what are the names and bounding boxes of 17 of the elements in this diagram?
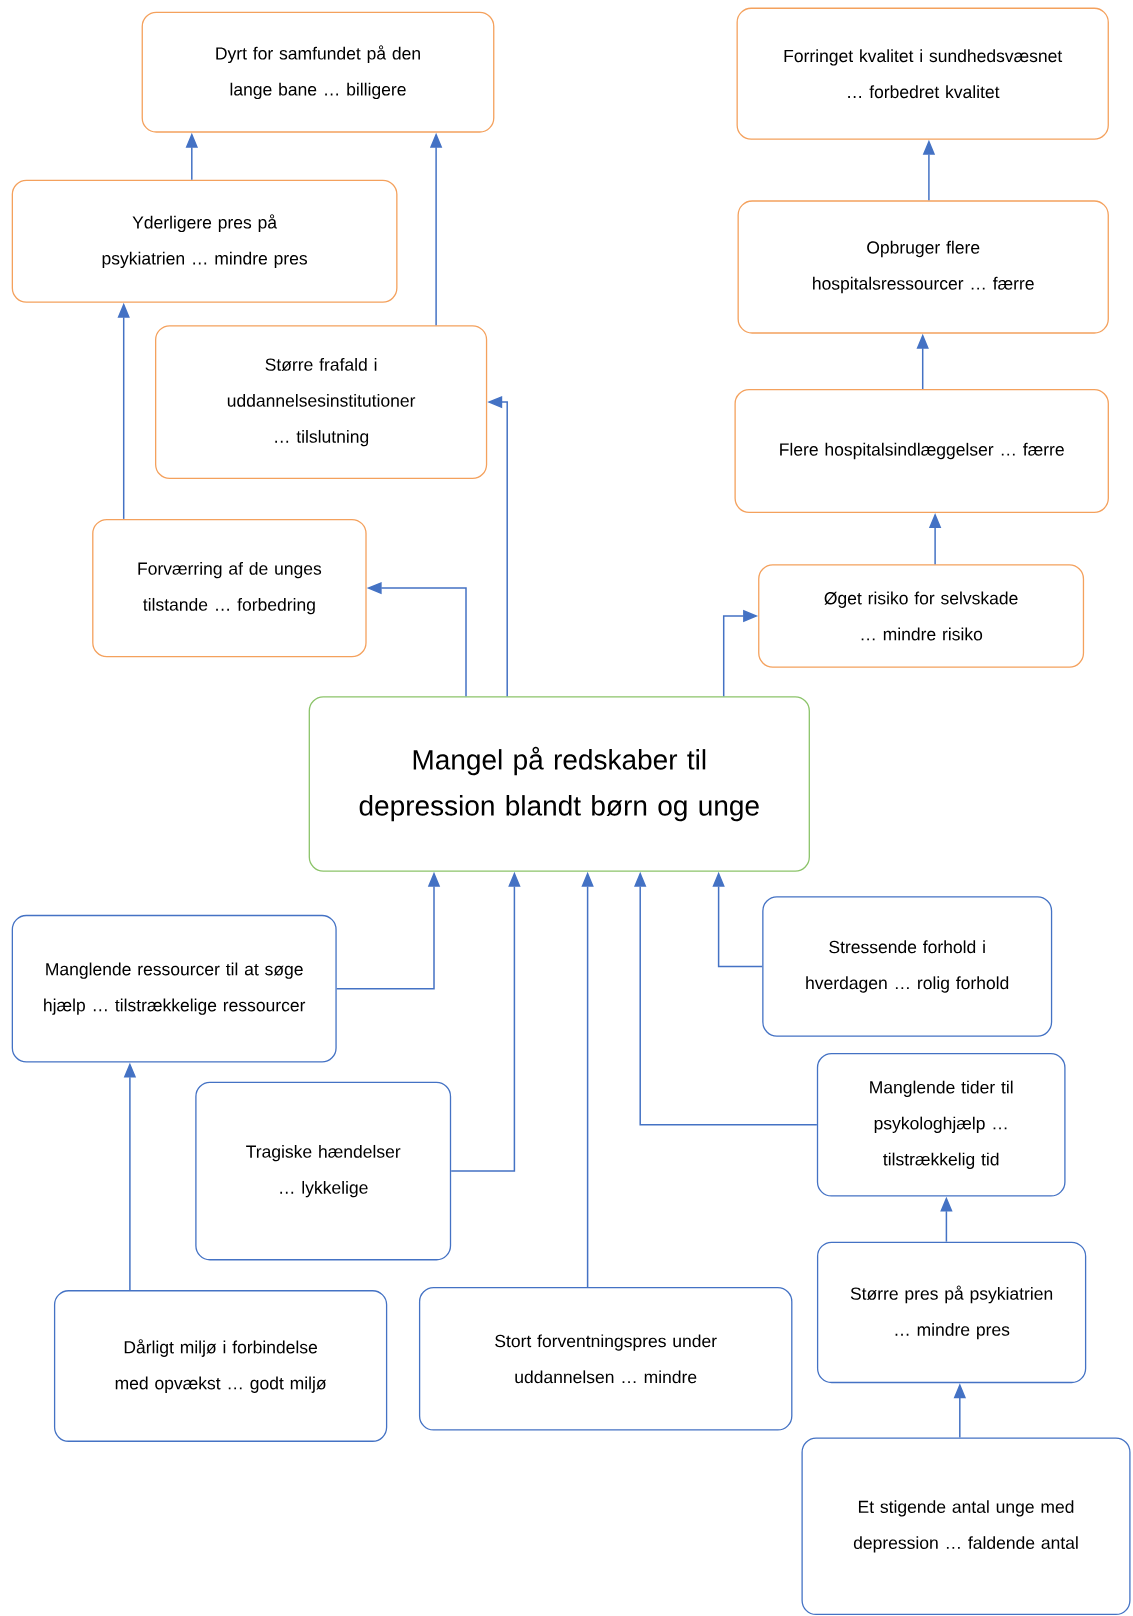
effect-box: Yderligere pres på psykiatrien … mindre pres xyxy=(11,179,398,303)
cause-box: Stressende forhold i hverdagen … rolig forhold xyxy=(762,896,1053,1037)
effect-box: Opbruger flere hospitalsressourcer … færre xyxy=(737,200,1109,334)
cause-box: Manglende ressourcer til at søge hjælp … tilstrækkelige ressourcer xyxy=(11,914,337,1063)
effect-box: Forringet kvalitet i sundhedsvæsnet … forbedret kvalitet xyxy=(736,7,1109,140)
effect-box: Øget risiko for selvskade … mindre risiko xyxy=(758,564,1085,668)
cause-box: Dårligt miljø i forbindelse med opvækst … godt miljø xyxy=(53,1290,388,1442)
cause-box: Stort forventningspres under uddannelsen … mindre xyxy=(418,1287,793,1431)
effect-box: Forværring af de unges tilstande … forbedring xyxy=(92,518,367,658)
topic-box: Mangel på redskaber til depression blandt børn og unge xyxy=(308,696,810,872)
cause-box: Manglende tider til psykologhjælp … tilstrækkelig tid xyxy=(816,1053,1066,1197)
cause-box: Tragiske hændelser … lykkelige xyxy=(195,1081,452,1261)
effect-box: Flere hospitalsindlæggelser … færre xyxy=(734,389,1109,513)
cause-box: Et stigende antal unge med depression … faldende antal xyxy=(801,1437,1131,1616)
effect-box: Større frafald i uddannelsesinstitutioner … tilslutning xyxy=(155,325,488,480)
effect-box: Dyrt for samfundet på den lange bane … billigere xyxy=(141,11,495,133)
cause-box: Større pres på psykiatrien … mindre pres xyxy=(816,1241,1087,1384)
